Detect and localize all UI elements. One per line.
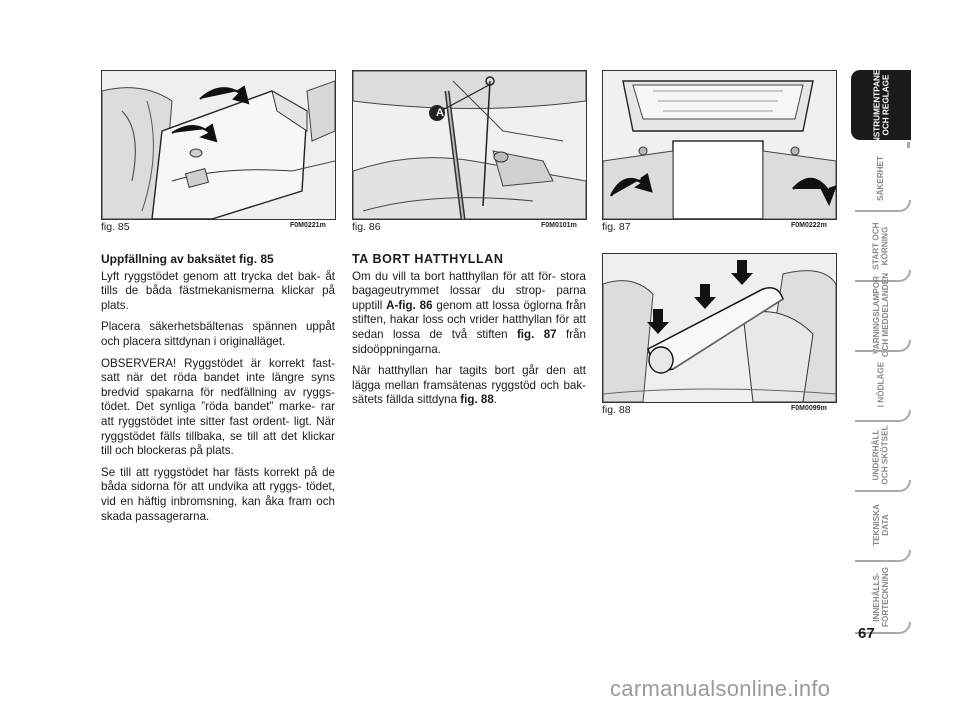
figure-86-image [352,70,587,220]
figure-87-label: fig. 87 [602,221,631,233]
figure-88-code: F0M0099m [791,405,827,412]
section-heading-remove-parcel-shelf: TA BORT HATTHYLLAN [352,252,504,266]
paragraph: När hatthyllan har tagits bort går den a… [352,364,586,407]
section-heading-raise-seat: Uppfällning av baksätet fig. 85 [101,252,274,266]
figure-86-code: F0M0101m [541,222,577,229]
figure-reference: fig. 87 [516,327,557,341]
figure-86-label: fig. 86 [352,221,381,233]
figure-87-code: F0M0222m [791,222,827,229]
tab-i-nodlage[interactable]: I NÖDLÄGE [876,361,886,407]
figure-88-label: fig. 88 [602,404,631,416]
paragraph: Se till att ryggstödet har fästs korrekt… [101,465,335,523]
figure-88-image [602,253,837,403]
figure-85-code: F0M0221m [290,222,326,229]
watermark-text: carmanualsonline.info [610,676,831,701]
page-number: 67 [858,625,875,642]
paragraph: Lyft ryggstödet genom att trycka det bak… [101,269,335,312]
figure-reference: A-fig. 86 [386,298,433,312]
middle-text-column: TA BORT HATTHYLLAN Om du vill ta bort ha… [352,252,586,415]
callout-a-label: A [436,107,444,119]
figure-87-image [602,70,837,220]
figure-reference: fig. 88 [460,393,494,407]
warning-paragraph: OBSERVERA! Ryggstödet är korrekt fast- s… [101,356,335,458]
left-text-column: Uppfällning av baksätet fig. 85 Lyft ryg… [101,252,335,531]
figure-85-image [101,70,336,220]
figure-85-label: fig. 85 [101,221,130,233]
paragraph: Placera säkerhetsbältenas spännen uppåt … [101,320,335,348]
paragraph: Om du vill ta bort hatthyllan för att fö… [352,269,586,356]
